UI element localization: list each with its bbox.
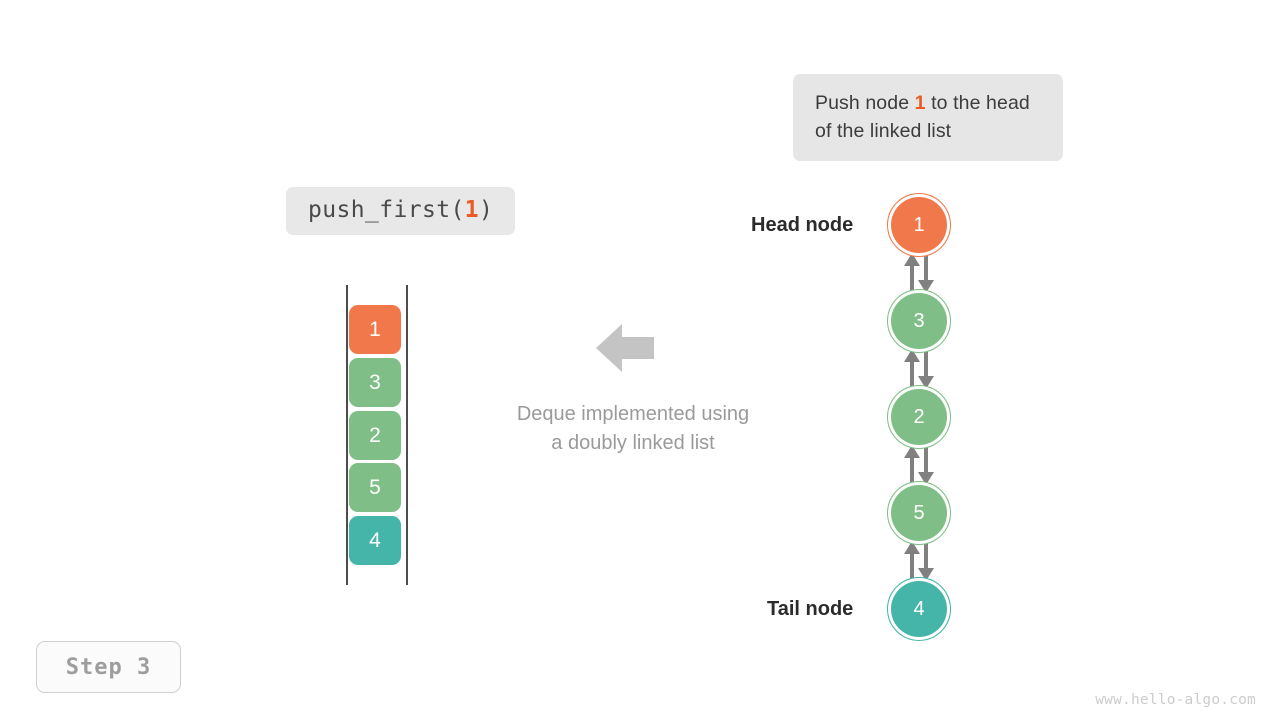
list-node-ring [887, 577, 951, 641]
tail-node-label: Tail node [767, 598, 854, 620]
center-caption: Deque implemented using a doubly linked … [433, 400, 833, 458]
array-cell-value: 2 [369, 424, 381, 447]
center-caption-line-1: Deque implemented using [516, 403, 750, 425]
array-cell: 3 [349, 358, 401, 407]
array-cell-value: 3 [369, 371, 381, 394]
callout-highlight-value: 1 [914, 92, 926, 114]
watermark: www.hello-algo.com [1095, 692, 1256, 708]
code-chip-prefix: push_first( [308, 197, 465, 223]
array-guide-line-right [406, 285, 408, 585]
list-node-ring [887, 289, 951, 353]
list-node: 2 [891, 389, 947, 445]
list-node-value: 2 [913, 406, 925, 428]
step-badge-label: Step 3 [65, 654, 152, 680]
list-node-value: 3 [913, 310, 925, 332]
list-node-value: 4 [913, 598, 925, 620]
callout-text-prefix: Push node [815, 92, 915, 114]
head-node-label: Head node [751, 214, 854, 236]
list-node-ring [887, 481, 951, 545]
array-cell: 2 [349, 411, 401, 460]
array-cell-value: 1 [369, 318, 381, 341]
array-cell-value: 4 [369, 529, 381, 552]
array-cell: 4 [349, 516, 401, 565]
array-cell: 1 [349, 305, 401, 354]
link-arrows-pair [899, 445, 939, 485]
list-node: 4 [891, 581, 947, 637]
link-arrows-pair [899, 349, 939, 389]
code-chip-argument: 1 [464, 197, 479, 223]
link-arrows-pair [899, 541, 939, 581]
link-arrows-pair [899, 253, 939, 293]
callout-text-suffix: to the head of the linked list [815, 92, 1030, 142]
list-node-value: 5 [913, 502, 925, 524]
center-caption-line-2: a doubly linked list [551, 432, 715, 454]
callout-push-node: Push node 1 to the head of the linked li… [793, 74, 1063, 162]
list-node: 5 [891, 485, 947, 541]
list-node-ring [887, 385, 951, 449]
list-node: 3 [891, 293, 947, 349]
list-node-ring [887, 193, 951, 257]
array-guide-line-left [346, 285, 348, 585]
step-badge: Step 3 [36, 641, 181, 693]
array-cell: 5 [349, 463, 401, 512]
code-chip-push-first: push_first(1) [286, 187, 516, 235]
left-arrow-icon [596, 322, 654, 374]
list-node-value: 1 [913, 214, 925, 236]
list-node: 1 [891, 197, 947, 253]
code-chip-suffix: ) [478, 197, 494, 223]
array-cell-value: 5 [369, 476, 381, 499]
